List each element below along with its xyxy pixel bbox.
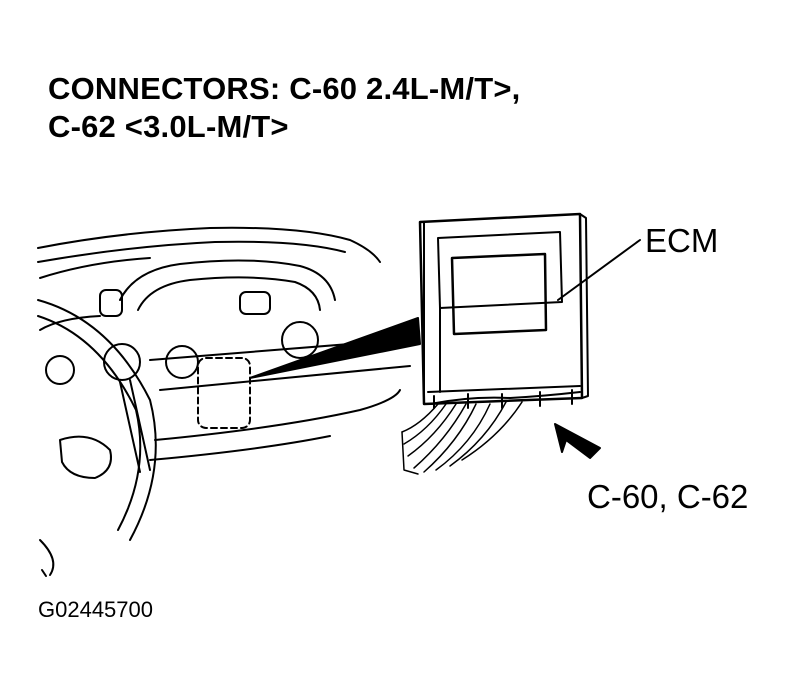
ecm-unit	[418, 212, 589, 409]
figure-id: G02445700	[38, 597, 153, 622]
ecm-leader-line	[557, 239, 641, 301]
wire-harness	[401, 401, 523, 475]
dashboard-drawing	[37, 226, 411, 577]
pointer-wedge	[249, 317, 421, 379]
ecm-label: ECM	[645, 222, 719, 259]
title-line-2: C-62 <3.0L-M/T>	[48, 109, 289, 144]
diagram-title: CONNECTORS: C-60 2.4L-M/T>, C-62 <3.0L-M…	[48, 70, 520, 146]
connector-label: C-60, C-62	[587, 478, 749, 515]
title-line-1: CONNECTORS: C-60 2.4L-M/T>,	[48, 71, 521, 106]
connector-arrow	[554, 423, 601, 459]
